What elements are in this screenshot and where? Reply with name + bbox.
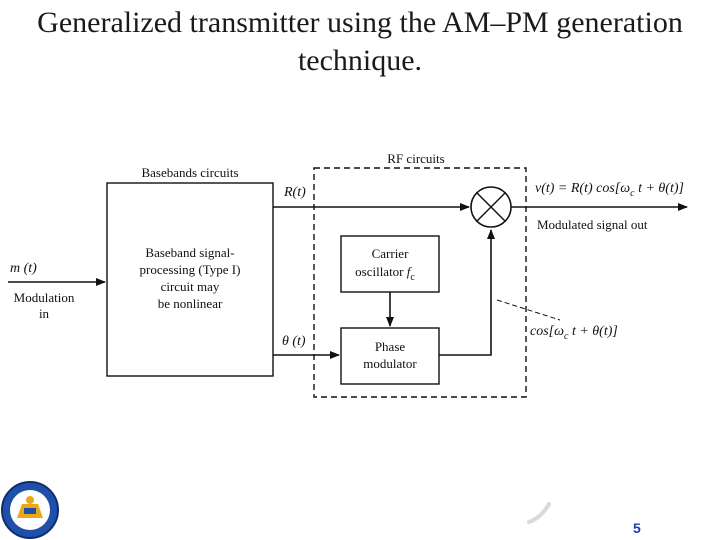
baseband-block-line-1: Baseband signal- (145, 245, 234, 260)
slide-title: Generalized transmitter using the AM–PM … (0, 4, 720, 80)
baseband-circuits-label: Basebands circuits (141, 165, 238, 180)
modulation-in-line-2: in (39, 306, 50, 321)
r-signal-label: R(t) (283, 185, 306, 200)
decorative-swoosh-icon (527, 502, 551, 524)
modulator-to-multiplier-line (439, 229, 495, 356)
output-label: Modulated signal out (537, 217, 648, 232)
slide-title-line-1: Generalized transmitter using the AM–PM … (37, 6, 683, 39)
phase-modulator-block (340, 327, 440, 385)
page-number: 5 (633, 520, 641, 536)
theta-signal-label: θ (t) (282, 334, 306, 349)
input-signal-label: m (t) (10, 261, 37, 276)
slide-title-line-2: technique. (297, 44, 423, 77)
carrier-block-line-1: Carrier (372, 246, 409, 261)
university-seal-icon (1, 481, 59, 539)
baseband-block (106, 182, 274, 377)
baseband-block-line-2: processing (Type I) (140, 262, 241, 277)
baseband-block-line-4: be nonlinear (158, 296, 223, 311)
rf-circuits-label: RF circuits (387, 151, 444, 166)
modulation-in-line-1: Modulation (14, 290, 75, 305)
multiplier-icon (470, 186, 512, 228)
rf-circuits-region (313, 167, 527, 398)
phase-block-line-2: modulator (363, 356, 417, 371)
phase-output-leader (496, 299, 561, 321)
carrier-block-line-2: oscillator fc (355, 264, 415, 283)
phase-output-label: cos[ωc t + θ(t)] (530, 324, 618, 342)
baseband-block-line-3: circuit may (161, 279, 220, 294)
phase-block-line-1: Phase (375, 339, 406, 354)
output-equation: v(t) = R(t) cos[ωc t + θ(t)] (535, 181, 684, 199)
